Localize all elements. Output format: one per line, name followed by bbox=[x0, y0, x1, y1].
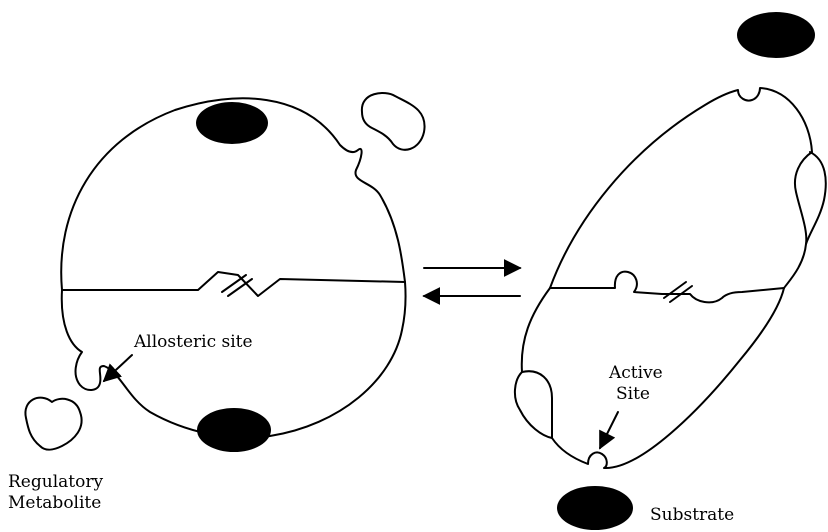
right-top-substrate-blob bbox=[737, 12, 815, 58]
equilibrium-arrows bbox=[424, 268, 520, 296]
substrate-blob bbox=[557, 486, 633, 530]
active-site-label-line1: Active bbox=[609, 363, 663, 383]
active-site-label-line2: Site bbox=[616, 384, 650, 404]
left-enzyme bbox=[61, 93, 424, 452]
right-interface bbox=[550, 272, 784, 303]
left-bottom-binding-blob bbox=[197, 408, 271, 452]
allosteric-site-label: Allosteric site bbox=[134, 332, 253, 352]
substrate-label: Substrate bbox=[650, 505, 734, 525]
left-interface-tick-2 bbox=[228, 279, 252, 296]
left-free-metabolite bbox=[362, 93, 425, 150]
right-interface-tick-1 bbox=[664, 282, 686, 298]
regulatory-label-line1: Regulatory bbox=[8, 472, 103, 492]
right-upper-subunit bbox=[550, 88, 812, 288]
right-enzyme bbox=[515, 12, 826, 530]
left-interface-tick-1 bbox=[222, 275, 246, 292]
right-side-bump bbox=[806, 152, 826, 244]
left-lower-bump bbox=[522, 371, 552, 438]
active-site-pointer bbox=[600, 412, 618, 448]
regulatory-metabolite-shape bbox=[25, 398, 81, 450]
left-top-binding-blob bbox=[196, 102, 268, 144]
regulatory-label-line2: Metabolite bbox=[8, 493, 101, 513]
